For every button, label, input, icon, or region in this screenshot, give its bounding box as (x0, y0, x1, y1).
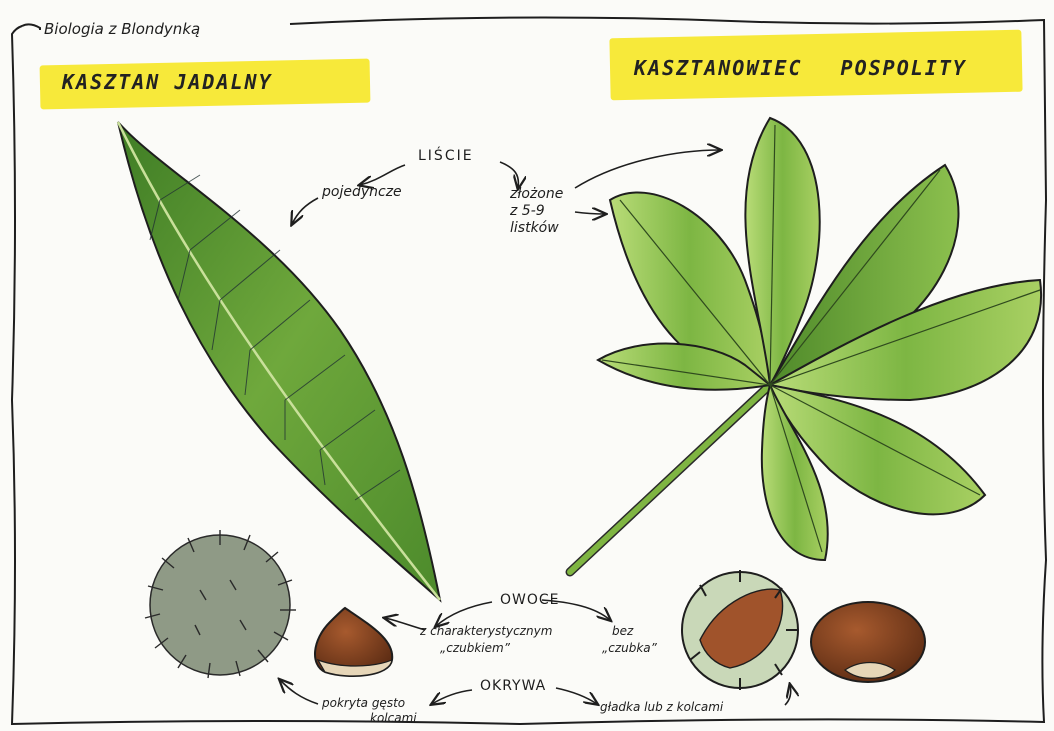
fruits-heading: OWOCE (500, 592, 560, 608)
horse-chestnut-nut-illustration (811, 602, 925, 682)
husk-left-label-1: pokryta gęsto (322, 696, 405, 710)
title-left: KASZTAN JADALNY (62, 70, 273, 94)
leaves-right-label-1: złożone (510, 186, 563, 202)
fruits-left-label-1: z charakterystycznym (420, 624, 552, 638)
fruits-right-label-1: bez (612, 624, 633, 638)
husk-right-label: gładka lub z kolcami (600, 700, 723, 714)
leaves-heading: LIŚCIE (418, 148, 474, 164)
chestnut-nut-illustration (315, 608, 392, 676)
title-right: KASZTANOWIEC POSPOLITY (634, 56, 967, 80)
husk-heading: OKRYWA (480, 678, 546, 694)
leaves-right-label-3: listków (510, 220, 559, 236)
leaves-left-label: pojedyncze (322, 184, 402, 200)
husk-left-label-2: kolcami (370, 711, 417, 725)
horse-chestnut-leaf-illustration (570, 118, 1041, 572)
horse-chestnut-husk-illustration (682, 570, 798, 690)
brand-label: Biologia z Blondynką (44, 20, 200, 38)
fruits-left-label-2: „czubkiem” (440, 641, 510, 655)
chestnut-husk-illustration (145, 530, 296, 678)
leaves-right-label-2: z 5-9 (510, 203, 545, 219)
fruits-right-label-2: „czubka” (602, 641, 657, 655)
